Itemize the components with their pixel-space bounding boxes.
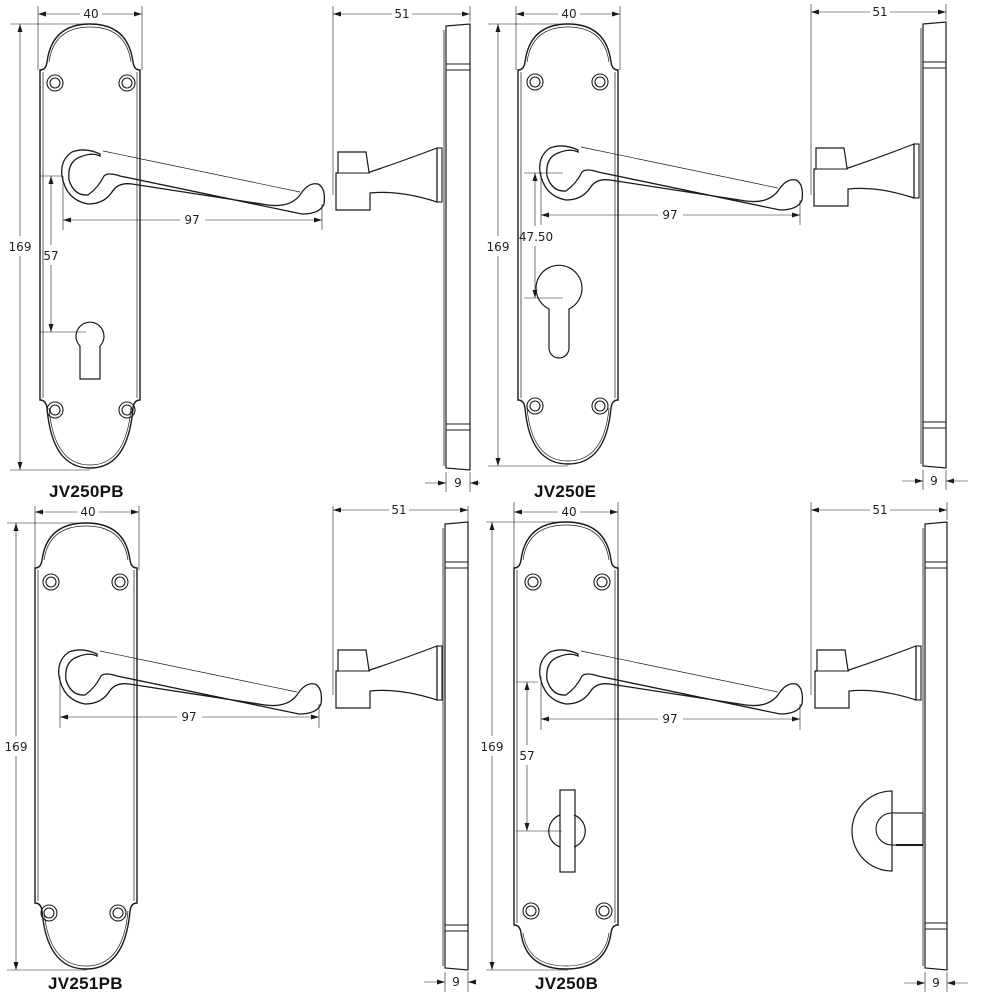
technical-drawing: 40 169 97 57 51 9 [481, 502, 968, 992]
dim-projection: 51 [391, 503, 406, 517]
dim-lever-length: 97 [662, 208, 677, 222]
dim-plate-height: 169 [5, 740, 28, 754]
dim-plate-width: 40 [83, 7, 98, 21]
dim-centres: 57 [43, 249, 58, 263]
dim-projection: 51 [872, 503, 887, 517]
dim-projection: 51 [872, 5, 887, 19]
dim-lever-length: 97 [181, 710, 196, 724]
dim-plate-thickness: 9 [452, 975, 460, 989]
dim-centres: 57 [519, 749, 534, 763]
dim-lever-length: 97 [662, 712, 677, 726]
model-code-label: JV250E [534, 482, 597, 501]
drawing-jv250e: 40 169 97 47.50 51 9 JV250E [478, 0, 978, 501]
dim-plate-height: 169 [481, 740, 504, 754]
model-code-label: JV251PB [48, 974, 123, 993]
technical-drawing: 40 169 97 51 9 [5, 503, 476, 992]
dim-plate-width: 40 [561, 505, 576, 519]
dim-plate-width: 40 [561, 7, 576, 21]
dim-plate-width: 40 [80, 505, 95, 519]
dim-plate-height: 169 [487, 240, 510, 254]
drawing-jv250pb: 40 169 97 57 51 9 JV250PB [0, 0, 500, 501]
dim-lever-length: 97 [184, 213, 199, 227]
technical-drawing: 40 169 97 47.50 51 9 [487, 4, 968, 490]
dim-plate-height: 169 [9, 240, 32, 254]
dim-plate-thickness: 9 [932, 976, 940, 990]
dim-plate-thickness: 9 [930, 474, 938, 488]
technical-drawing: 40 169 97 57 51 9 [9, 6, 480, 492]
model-code-label: JV250PB [49, 482, 124, 501]
dim-plate-thickness: 9 [454, 476, 462, 490]
drawing-jv250b: 40 169 97 57 51 9 JV250B [478, 500, 978, 1000]
model-code-label: JV250B [535, 974, 599, 993]
drawing-jv251pb: 40 169 97 51 9 JV251PB [0, 500, 497, 1000]
dim-projection: 51 [394, 7, 409, 21]
dim-centres: 47.50 [519, 230, 553, 244]
